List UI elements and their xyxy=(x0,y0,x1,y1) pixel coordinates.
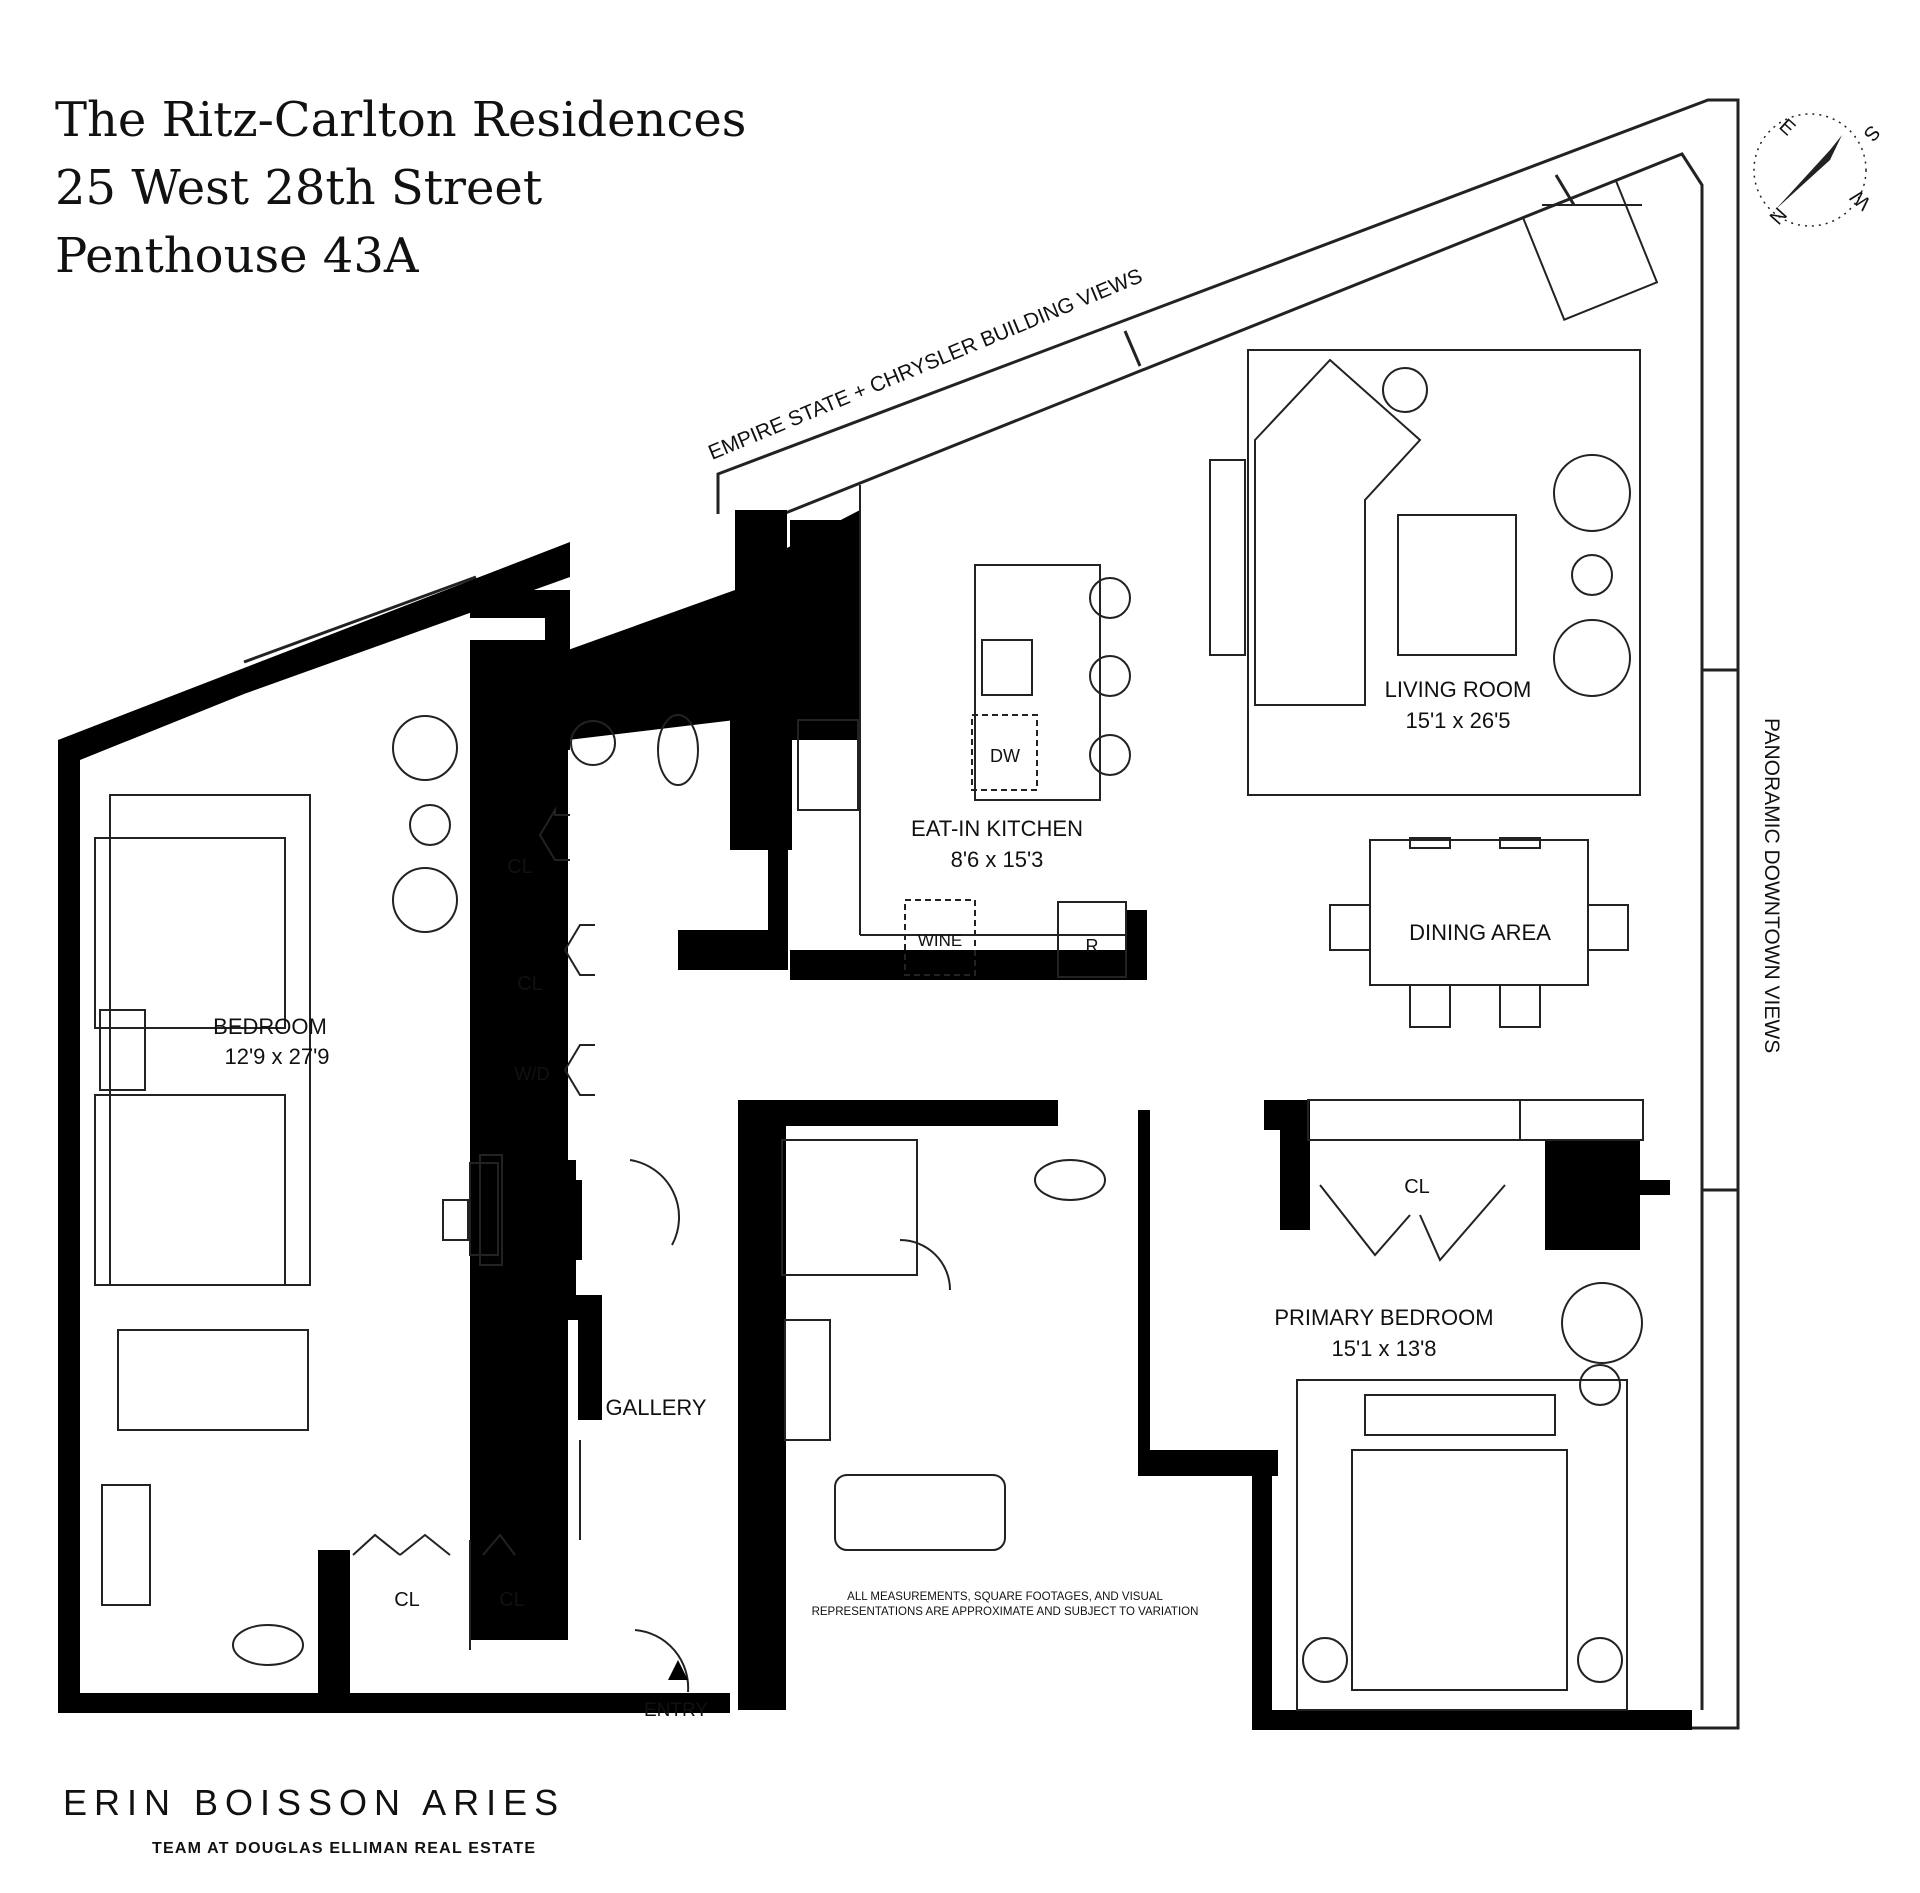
living-room-dims: 15'1 x 26'5 xyxy=(1405,708,1510,733)
stool xyxy=(1089,577,1131,619)
unit-name: Penthouse 43A xyxy=(55,228,419,284)
compass-w: W xyxy=(1847,185,1876,214)
dining-table xyxy=(1369,839,1589,986)
dining-chair xyxy=(1409,984,1451,1028)
kitchen-dims: 8'6 x 15'3 xyxy=(951,847,1044,872)
nightstand xyxy=(99,1009,146,1091)
kitchen-sink xyxy=(981,639,1033,696)
kitchen-name: EAT-IN KITCHEN xyxy=(911,816,1083,841)
armchair xyxy=(392,867,458,933)
armchair xyxy=(1553,454,1631,532)
side-table xyxy=(1382,367,1428,413)
wine-label: WINE xyxy=(918,931,962,950)
dining-chair xyxy=(1499,837,1541,849)
disclaimer: ALL MEASUREMENTS, SQUARE FOOTAGES, AND V… xyxy=(812,1591,1199,1618)
desk-chair xyxy=(442,1199,469,1241)
interior-lines xyxy=(109,178,1659,1711)
disclaimer-line-1: ALL MEASUREMENTS, SQUARE FOOTAGES, AND V… xyxy=(847,1591,1163,1603)
toilet xyxy=(1034,1159,1106,1201)
listing-title: The Ritz-Carlton Residences 25 West 28th… xyxy=(55,86,746,290)
primary-bedroom-dims: 15'1 x 13'8 xyxy=(1331,1336,1436,1361)
dishwasher-outline xyxy=(971,714,1038,791)
twin-bed xyxy=(94,837,286,1029)
closet-label: CL xyxy=(507,856,533,878)
toilet xyxy=(232,1624,304,1666)
view-label-north: EMPIRE STATE + CHRYSLER BUILDING VIEWS xyxy=(705,265,1146,465)
compass: N E S W xyxy=(1753,113,1884,229)
exterior-glazing xyxy=(243,98,1740,1730)
powder-sink xyxy=(570,720,616,766)
entry-name: ENTRY xyxy=(644,1700,708,1721)
nightstand-lamp xyxy=(1302,1637,1348,1683)
wine-fridge-outline xyxy=(904,899,976,976)
bedroom-name: BEDROOM xyxy=(213,1014,327,1039)
twin-bed xyxy=(94,1094,286,1286)
compass-e: E xyxy=(1775,115,1800,140)
nightstand-lamp xyxy=(1577,1637,1623,1683)
closet-label: CL xyxy=(517,973,543,995)
view-label-east: PANORAMIC DOWNTOWN VIEWS xyxy=(1760,718,1783,1053)
entry-marker xyxy=(668,1660,688,1680)
brand-team: TEAM AT DOUGLAS ELLIMAN REAL ESTATE xyxy=(152,1840,537,1857)
primary-bedroom-name: PRIMARY BEDROOM xyxy=(1274,1305,1493,1330)
dining-chair xyxy=(1409,837,1451,849)
dining-chair xyxy=(1499,984,1541,1028)
dining-chair xyxy=(1587,904,1629,951)
room-labels: LIVING ROOM 15'1 x 26'5 EAT-IN KITCHEN 8… xyxy=(213,677,1551,1721)
king-bed xyxy=(1351,1449,1568,1691)
compass-s: S xyxy=(1859,121,1884,146)
compass-n: N xyxy=(1766,204,1792,229)
armchair xyxy=(392,715,458,781)
disclaimer-line-2: REPRESENTATIONS ARE APPROXIMATE AND SUBJ… xyxy=(812,1606,1199,1618)
desk xyxy=(469,1162,499,1256)
dishwasher-label: DW xyxy=(990,746,1020,766)
headboard-bench xyxy=(1364,1394,1556,1436)
gallery-name: GALLERY xyxy=(605,1395,706,1420)
armchair xyxy=(1561,1282,1643,1364)
closet-label: CL xyxy=(394,1589,420,1611)
shower xyxy=(117,1329,309,1431)
furniture xyxy=(94,358,1643,1691)
brand-name: ERIN BOISSON ARIES xyxy=(63,1782,566,1823)
side-table xyxy=(1579,1364,1621,1406)
toilet xyxy=(657,714,699,786)
sectional-sofa xyxy=(1254,358,1422,706)
fixture-labels: CL CL W/D DW WINE R CL CL CL xyxy=(394,746,1430,1611)
vanity-sink xyxy=(784,1319,831,1441)
dining-chair xyxy=(1329,904,1371,951)
walls xyxy=(58,510,1692,1730)
refrigerator xyxy=(1057,901,1127,978)
bathtub xyxy=(834,1474,1006,1551)
stool xyxy=(1089,734,1131,776)
shower xyxy=(781,1139,918,1276)
kitchen-island xyxy=(974,564,1101,801)
washer-dryer-label: W/D xyxy=(515,1064,550,1084)
stool xyxy=(1089,655,1131,697)
building-name: The Ritz-Carlton Residences xyxy=(55,92,747,148)
dining-area-name: DINING AREA xyxy=(1409,920,1551,945)
vanity-sink xyxy=(101,1484,151,1606)
closet-doors xyxy=(352,806,1506,1693)
closet-label: CL xyxy=(1404,1176,1430,1198)
cooktop xyxy=(797,719,859,811)
bedroom-dims: 12'9 x 27'9 xyxy=(224,1044,329,1069)
refrigerator-label: R xyxy=(1086,936,1099,956)
living-room-name: LIVING ROOM xyxy=(1385,677,1532,702)
closet-label: CL xyxy=(499,1589,525,1611)
side-table xyxy=(1571,554,1613,596)
armchair xyxy=(1553,619,1631,697)
media-console xyxy=(1209,459,1246,656)
side-table xyxy=(409,804,451,846)
address: 25 West 28th Street xyxy=(55,160,543,216)
coffee-table xyxy=(1397,514,1517,656)
